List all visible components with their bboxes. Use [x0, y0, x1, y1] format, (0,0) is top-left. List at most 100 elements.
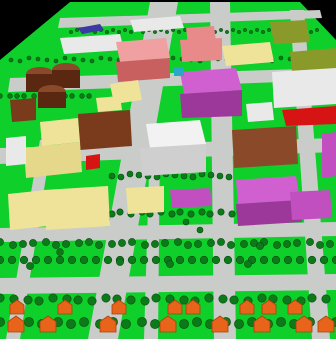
tree [105, 30, 109, 34]
road-horizontal-mid [8, 68, 336, 92]
tree [21, 93, 27, 99]
tree [117, 30, 121, 34]
tree [166, 260, 174, 268]
tree [116, 208, 124, 216]
tree [66, 319, 76, 329]
building-magenta-rightedge [322, 132, 336, 178]
tree [257, 293, 267, 303]
tree [75, 28, 79, 32]
building-magenta-lower-top [236, 176, 300, 204]
tree [89, 58, 95, 64]
house [39, 315, 57, 333]
house [253, 315, 271, 333]
tree [42, 238, 50, 246]
tree [121, 319, 131, 329]
tree [235, 255, 245, 265]
tree [309, 30, 313, 34]
tree [52, 241, 60, 249]
building-brown-left-2 [10, 98, 36, 122]
house [159, 315, 177, 333]
tree [53, 58, 59, 64]
building-white-center-front [140, 144, 206, 176]
tree [217, 238, 225, 246]
tree [69, 93, 75, 99]
tree [161, 239, 169, 247]
tree [87, 296, 97, 306]
tree [56, 248, 64, 256]
tree [127, 255, 137, 265]
tree [207, 239, 215, 247]
tree [319, 255, 329, 265]
house [9, 299, 25, 315]
house [185, 299, 201, 315]
tree [107, 56, 113, 62]
tree [0, 93, 3, 99]
tree [139, 255, 149, 265]
tree [23, 295, 33, 305]
house [239, 299, 255, 315]
tree [228, 210, 236, 218]
building-yellow-mid-2 [96, 96, 122, 112]
tree [123, 28, 127, 32]
tree [176, 208, 184, 216]
tree [237, 30, 241, 34]
building-yellow-lower-left-2 [44, 186, 110, 230]
silo-3-body [38, 92, 66, 108]
tree [137, 317, 147, 327]
tree [103, 255, 113, 265]
tree [216, 172, 224, 180]
tree [179, 295, 189, 305]
house [287, 299, 303, 315]
tree [229, 295, 239, 305]
tree [0, 255, 5, 265]
building-magenta-center-front [180, 90, 242, 118]
tree [34, 296, 44, 306]
tree [108, 240, 116, 248]
road-vertical-left [6, 140, 52, 339]
tree [43, 255, 53, 265]
tree [0, 317, 5, 327]
tree [271, 255, 281, 265]
tree [278, 55, 284, 61]
tree [73, 295, 83, 305]
building-cyan-small [174, 68, 184, 76]
tree [9, 241, 17, 249]
tree [187, 255, 197, 265]
tree [48, 293, 58, 303]
tree [217, 208, 225, 216]
tree [225, 30, 229, 34]
building-olive-far-2 [290, 48, 336, 72]
tree [79, 317, 89, 327]
road-horizontal-bottom [0, 274, 336, 294]
tree [234, 319, 244, 329]
tree [126, 295, 136, 305]
tree [182, 218, 190, 226]
tree [91, 255, 101, 265]
building-white-far-2 [60, 34, 124, 54]
building-magenta-center-top [180, 68, 242, 94]
tree [75, 239, 83, 247]
tree [62, 240, 70, 248]
tree [98, 55, 104, 61]
tree [170, 55, 176, 61]
tree [14, 93, 20, 99]
tree [204, 293, 214, 303]
tree [140, 296, 150, 306]
tree [108, 172, 116, 180]
building-olive-far [270, 20, 310, 44]
tree [256, 242, 264, 250]
tree [0, 238, 4, 246]
tree [283, 255, 293, 265]
tree [19, 240, 27, 248]
tree [283, 240, 291, 248]
building-red-right [282, 106, 336, 126]
tree [180, 172, 188, 180]
tree [316, 241, 324, 249]
tree [19, 255, 29, 265]
tree [8, 57, 14, 63]
tree [295, 255, 305, 265]
house [317, 315, 335, 333]
tree [240, 240, 248, 248]
tree [315, 28, 319, 32]
